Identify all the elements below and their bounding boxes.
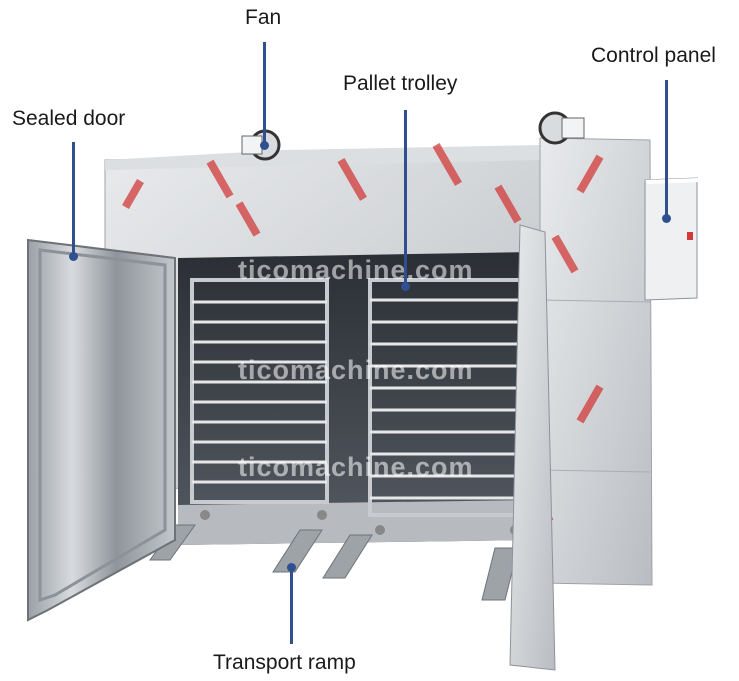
right-door-panel	[509, 224, 556, 671]
leader-control-panel	[665, 80, 668, 220]
leader-transport-ramp	[290, 568, 293, 644]
stamp-pattern	[122, 142, 604, 524]
leader-dot-fan	[260, 141, 269, 150]
trolley-left	[190, 278, 329, 520]
control-panel-box	[644, 177, 700, 301]
label-pallet-trolley: Pallet trolley	[343, 72, 458, 95]
leader-fan	[263, 42, 266, 146]
fan-right	[538, 111, 585, 145]
label-control-panel: Control panel	[591, 44, 716, 67]
right-side-panel	[539, 137, 653, 586]
watermark-2: ticomachine.com	[238, 355, 474, 385]
label-fan: Fan	[245, 6, 282, 29]
oven-interior	[178, 252, 535, 545]
watermark-3: ticomachine.com	[238, 452, 474, 482]
sealed-door-panel	[27, 238, 176, 622]
leader-dot-sealed-door	[69, 252, 78, 261]
label-sealed-door: Sealed door	[12, 107, 126, 130]
leader-sealed-door	[72, 142, 75, 256]
leader-pallet-trolley	[404, 110, 407, 286]
leader-dot-pallet-trolley	[401, 282, 410, 291]
label-transport-ramp: Transport ramp	[213, 651, 356, 674]
watermark-1: ticomachine.com	[238, 255, 474, 285]
leader-dot-transport-ramp	[287, 563, 296, 572]
leader-dot-control-panel	[662, 214, 671, 223]
